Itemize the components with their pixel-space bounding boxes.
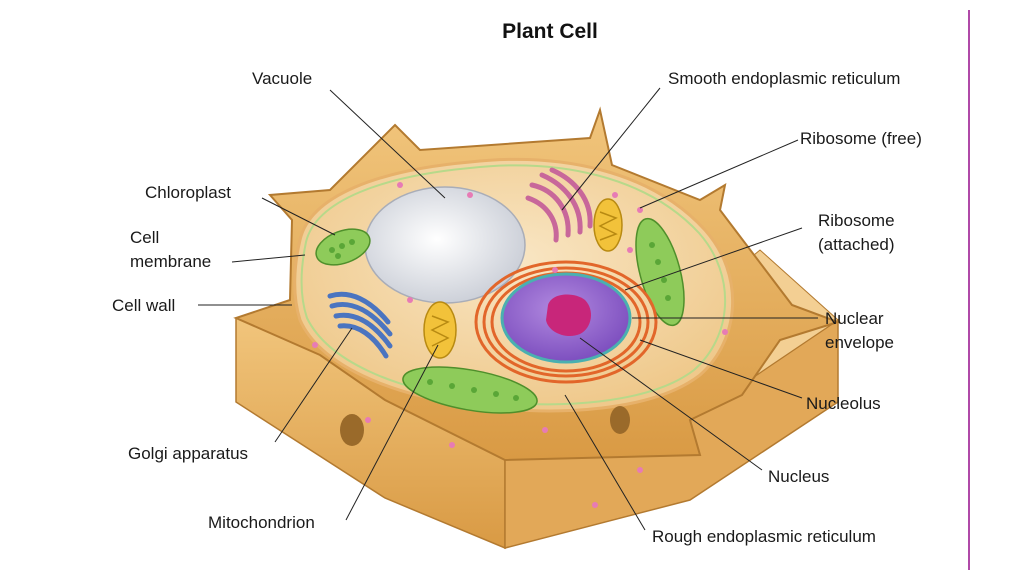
diagram-title: Plant Cell bbox=[502, 20, 598, 43]
label-nucleus: Nucleus bbox=[768, 467, 830, 486]
mitochondrion-top bbox=[593, 198, 623, 252]
chloroplast-right bbox=[635, 217, 685, 327]
chloroplast-left bbox=[315, 228, 371, 266]
label-golgi-apparatus: Golgi apparatus bbox=[128, 444, 249, 463]
chloroplast-bottom bbox=[402, 366, 538, 414]
smooth-er bbox=[525, 167, 593, 243]
mitochondrion-left bbox=[423, 301, 457, 359]
label-nuclear-envelope-line2: envelope bbox=[825, 333, 895, 352]
label-mitochondrion: Mitochondrion bbox=[208, 513, 315, 532]
title-wrap: Plant Cell bbox=[0, 0, 1024, 50]
label-chloroplast: Chloroplast bbox=[145, 183, 231, 202]
label-cell-wall: Cell wall bbox=[112, 296, 176, 315]
label-ribosome-attached-line1: Ribosome bbox=[818, 211, 895, 230]
label-vacuole: Vacuole bbox=[252, 69, 313, 88]
accent-rule bbox=[968, 10, 970, 570]
nucleolus bbox=[546, 294, 592, 337]
plasmodesmata bbox=[340, 406, 630, 446]
label-ribosome-attached-line2: (attached) bbox=[818, 235, 895, 254]
golgi-apparatus bbox=[327, 291, 393, 359]
label-cell-membrane-line2: membrane bbox=[130, 252, 212, 271]
free-ribosomes bbox=[312, 182, 728, 508]
vacuole bbox=[364, 186, 526, 304]
label-nuclear-envelope-line1: Nuclear bbox=[825, 309, 884, 328]
leader-lines bbox=[198, 87, 818, 531]
label-ribosome-free: Ribosome (free) bbox=[800, 129, 922, 148]
label-smooth-er: Smooth endoplasmic reticulum bbox=[668, 69, 901, 88]
label-nucleolus: Nucleolus bbox=[806, 394, 881, 413]
label-cell-membrane-line1: Cell bbox=[130, 228, 160, 247]
label-rough-er: Rough endoplasmic reticulum bbox=[652, 527, 876, 546]
